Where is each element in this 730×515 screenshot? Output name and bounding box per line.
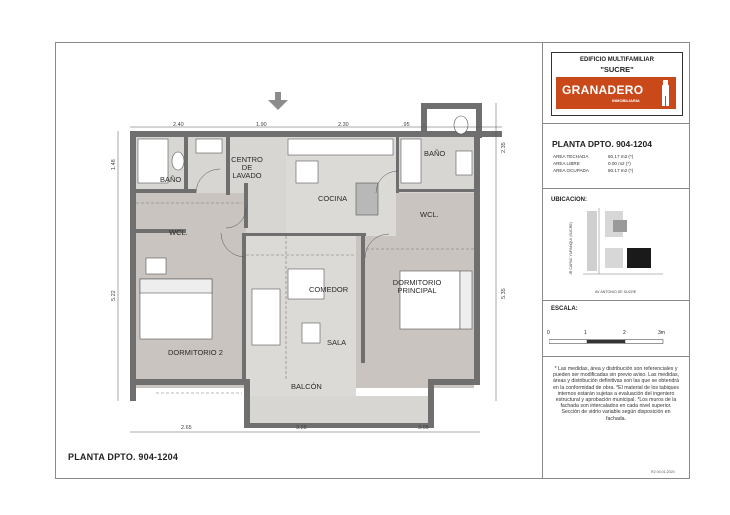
panel-divider <box>543 356 690 357</box>
dim-top-4: .95 <box>402 122 410 128</box>
room-dormitorio-principal: DORMITORIO PRINCIPAL <box>392 278 442 295</box>
room-wcl-left: WCL. <box>169 228 188 237</box>
building-name: "SUCRE" <box>600 65 634 74</box>
street-bottom-label: AV ANTONIO DE SUCRE <box>595 290 637 294</box>
room-cocina: COCINA <box>318 194 348 203</box>
room-comedor: COMEDOR <box>309 285 349 294</box>
location-map <box>583 208 663 286</box>
building-type: EDIFICIO MULTIFAMILIAR <box>580 57 654 63</box>
dim-bottom-2: 3.25 <box>296 425 307 431</box>
area-row: AREA OCUPADA 60.17 m2 (*) <box>553 168 673 173</box>
scale-mark: 0 <box>547 330 550 336</box>
area-value: 60.17 m2 (*) <box>608 168 634 173</box>
drawing-sheet: BAÑO CENTRO DE LAVADO COCINA BAÑO WCL. W… <box>55 42 690 479</box>
dim-right-2: 5.35 <box>501 288 507 299</box>
scale-mark: 3m <box>658 330 665 336</box>
street-vertical-label: JR CAPAC YUPANQUI (SUCRE) <box>569 222 573 275</box>
panel-divider <box>543 300 690 301</box>
dim-left-1: 1.48 <box>111 159 117 170</box>
area-label: AREA TECHADA <box>553 154 589 159</box>
dim-top-2: 1.90 <box>256 122 267 128</box>
scale-bar <box>549 339 664 344</box>
scale-mark: 1 <box>584 330 587 336</box>
room-bano-left: BAÑO <box>160 175 182 184</box>
dim-bottom-1: 2.65 <box>181 425 192 431</box>
granadero-figure-icon <box>662 80 669 106</box>
dim-top-3: 2.30 <box>338 122 349 128</box>
dim-top-1: 2.40 <box>173 122 184 128</box>
floor-plan: BAÑO CENTRO DE LAVADO COCINA BAÑO WCL. W… <box>56 43 542 478</box>
room-centro-lavado: CENTRO DE LAVADO <box>231 155 263 180</box>
area-row: AREA LIBRE 0.00 m2 (*) <box>553 161 673 166</box>
panel-divider <box>543 123 690 124</box>
ubicacion-label: UBICACION: <box>551 197 587 203</box>
area-row: AREA TECHADA 60.17 m2 (*) <box>553 154 673 159</box>
area-label: AREA OCUPADA <box>553 168 589 173</box>
logo-box: EDIFICIO MULTIFAMILIAR "SUCRE" GRANADERO… <box>551 52 683 116</box>
room-bano-right: BAÑO <box>424 149 446 158</box>
dim-left-2: 5.22 <box>111 290 117 301</box>
brand-name: GRANADERO <box>562 83 644 97</box>
room-dormitorio-2: DORMITORIO 2 <box>168 348 223 357</box>
dim-right-1: 2.35 <box>501 142 507 153</box>
floor-plan-drawing <box>117 103 502 433</box>
area-value: 60.17 m2 (*) <box>608 154 634 159</box>
info-panel: EDIFICIO MULTIFAMILIAR "SUCRE" GRANADERO… <box>542 43 690 478</box>
brand-subtitle: INMOBILIARIA <box>612 98 640 103</box>
panel-divider <box>543 188 690 189</box>
plan-title: PLANTA DPTO. 904-1204 <box>68 452 179 462</box>
entrance-arrow-icon <box>268 92 288 110</box>
revision-stamp: R2 04.01.2020 <box>651 470 675 474</box>
room-balcon: BALCÓN <box>291 382 322 391</box>
area-label: AREA LIBRE <box>553 161 580 166</box>
brand-band: GRANADERO INMOBILIARIA <box>556 77 676 109</box>
area-value: 0.00 m2 (*) <box>608 161 631 166</box>
panel-title: PLANTA DPTO. 904-1204 <box>552 139 652 149</box>
room-wcl-right: WCL. <box>420 210 439 219</box>
disclaimer-notes: * Las medidas, área y distribución son r… <box>552 366 679 422</box>
scale-mark: 2 <box>623 330 626 336</box>
escala-label: ESCALA: <box>551 306 578 312</box>
dim-bottom-3: 3.05 <box>418 425 429 431</box>
room-sala: SALA <box>327 338 347 347</box>
